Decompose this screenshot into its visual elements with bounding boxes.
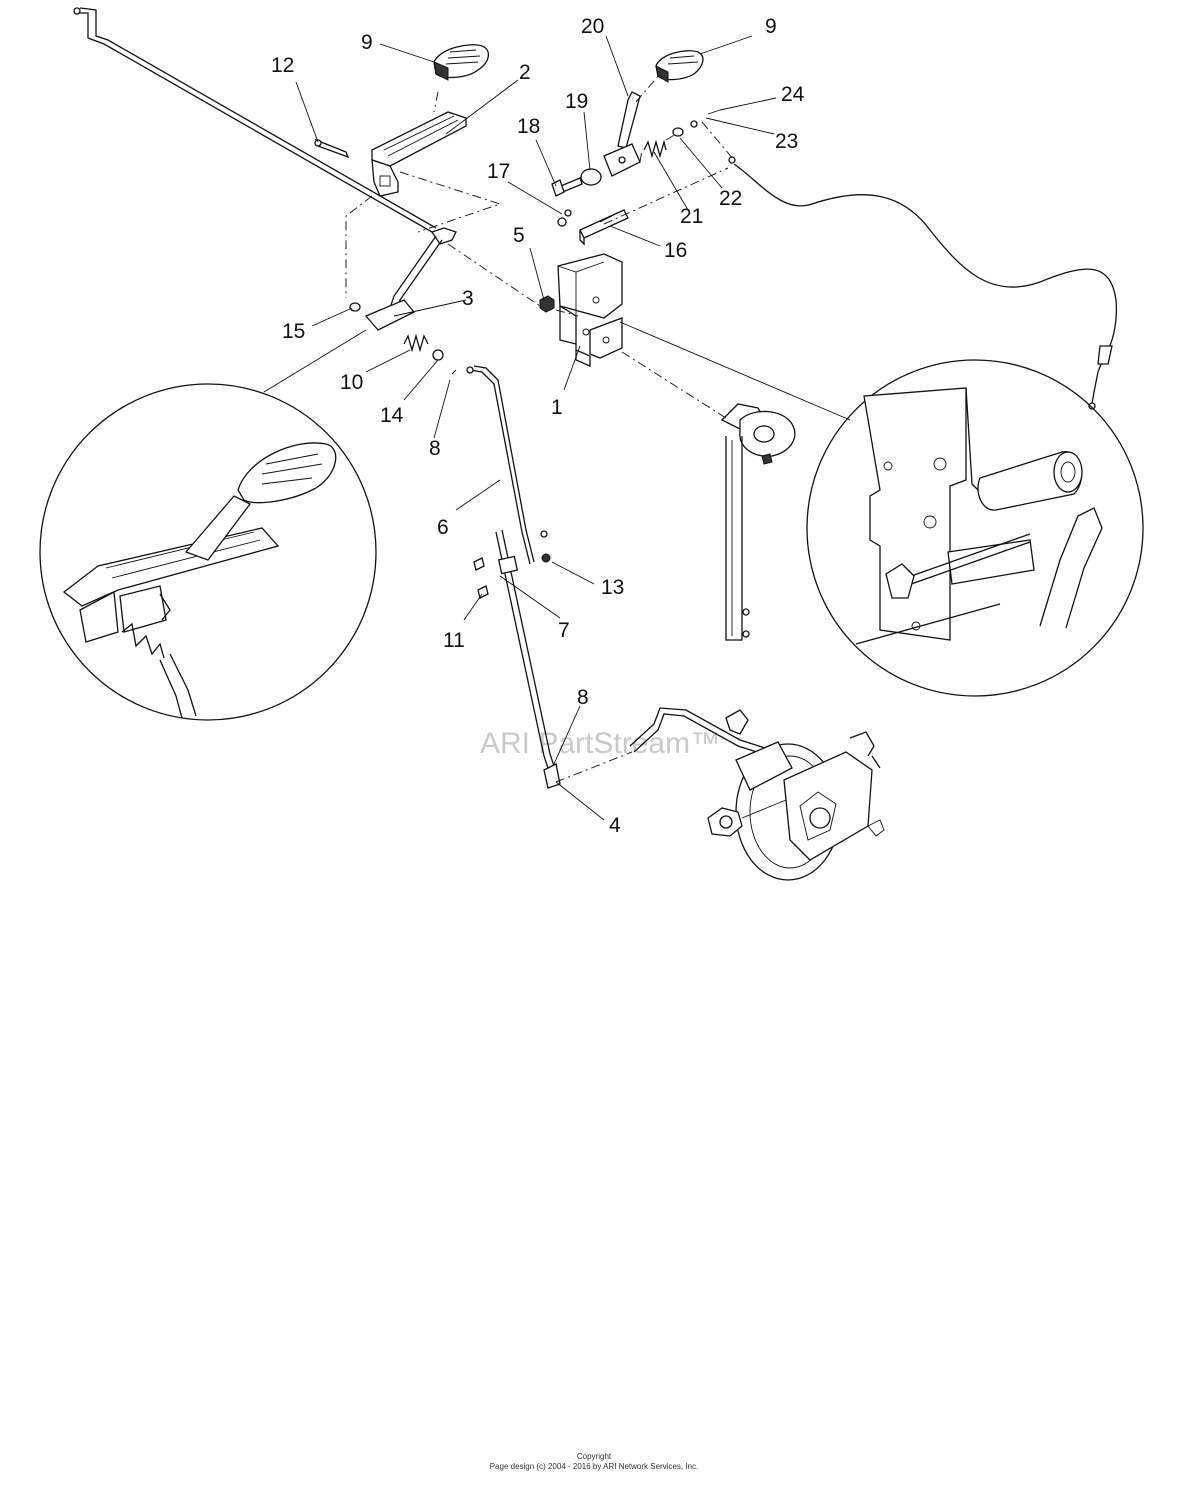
callouts: 1 2 3 4 5 6 7 8 8 9 9 10 11 12 13 14 15 … [271, 15, 805, 837]
gear-assembly [720, 403, 796, 641]
shift-knob-right [655, 50, 704, 83]
shift-arm [364, 227, 457, 331]
shift-knob-left [433, 44, 489, 81]
callout-14: 14 [380, 404, 404, 427]
shift-rod [73, 7, 437, 233]
detail-circle-left [39, 329, 377, 721]
footer: Copyright Page design (c) 2004 - 2016 by… [0, 1452, 1188, 1472]
control-cable [733, 163, 1118, 410]
footer-copyright: Copyright [576, 1452, 612, 1461]
nut-5 [539, 295, 555, 313]
callout-8-lower: 8 [577, 686, 589, 709]
callout-18: 18 [517, 115, 540, 138]
callout-3: 3 [462, 287, 474, 310]
callout-1: 1 [551, 396, 563, 419]
bracket-16 [579, 209, 629, 246]
callout-10: 10 [340, 371, 363, 394]
small-hardware-upper [551, 168, 602, 227]
transmission-pulley [629, 707, 885, 881]
callout-19: 19 [565, 90, 588, 113]
callout-16: 16 [664, 239, 687, 262]
callout-15: 15 [282, 320, 305, 343]
callout-4: 4 [609, 814, 621, 837]
spring-21 [643, 109, 736, 164]
callout-12: 12 [271, 54, 294, 77]
callout-17: 17 [487, 160, 510, 183]
callout-11: 11 [443, 629, 465, 652]
spring-10 [349, 302, 457, 375]
link-rod-6 [466, 365, 535, 565]
clevis-4 [543, 763, 561, 789]
callout-23: 23 [775, 130, 798, 153]
footer-page-design: Page design (c) 2004 - 2016 by ARI Netwo… [489, 1462, 699, 1471]
shift-bracket [314, 111, 467, 197]
callout-2: 2 [519, 61, 531, 84]
callout-8-upper: 8 [429, 437, 441, 460]
leader-lines [295, 35, 777, 821]
callout-6: 6 [437, 516, 449, 539]
detail-circle-right [619, 321, 1144, 697]
callout-20: 20 [581, 15, 604, 38]
callout-9-left: 9 [361, 31, 373, 54]
watermark: ARI PartStream™ [480, 727, 720, 760]
callout-13: 13 [601, 576, 624, 599]
callout-9-right: 9 [765, 15, 777, 38]
callout-5: 5 [513, 224, 525, 247]
callout-7: 7 [558, 619, 570, 642]
lever-20 [603, 91, 641, 177]
mounting-bracket-1 [557, 253, 623, 367]
callout-22: 22 [719, 187, 742, 210]
assembly-lines [345, 73, 735, 783]
callout-21: 21 [680, 205, 703, 228]
callout-24: 24 [781, 83, 805, 106]
